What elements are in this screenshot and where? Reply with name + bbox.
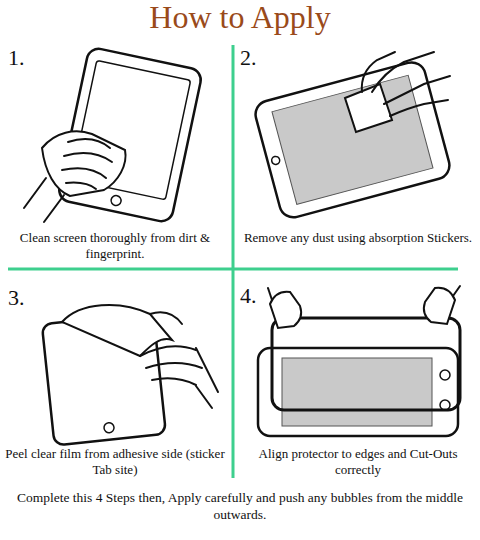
hand-with-cloth-part bbox=[64, 153, 112, 162]
hand-with-cloth-part bbox=[66, 183, 96, 189]
hands-part bbox=[453, 286, 460, 296]
tablet-drawing-part bbox=[110, 195, 122, 207]
hand-with-sticker-part bbox=[362, 52, 395, 92]
peeling-film-part bbox=[146, 363, 202, 368]
hand-with-cloth-part bbox=[62, 168, 106, 178]
hand-with-cloth-part bbox=[44, 195, 64, 222]
peeling-film-part bbox=[150, 312, 182, 324]
step-number: 3. bbox=[8, 284, 38, 312]
panel-divider-part bbox=[8, 268, 458, 271]
tablet-drawing-part bbox=[440, 370, 450, 380]
tablet-drawing-part bbox=[282, 358, 432, 426]
hand-with-sticker bbox=[345, 52, 450, 132]
tablet-drawing bbox=[252, 59, 452, 220]
step-text: Align protector to edges and Cut-Outs co… bbox=[238, 446, 478, 479]
step-text: Clean screen thoroughly from dirt & fing… bbox=[2, 230, 228, 263]
peeling-film-part bbox=[152, 378, 196, 385]
page-title: How to Apply bbox=[0, 0, 480, 35]
tablet-drawing-part bbox=[258, 348, 458, 436]
hands-part bbox=[270, 292, 301, 328]
peeling-film-part bbox=[140, 346, 196, 356]
peeling-film bbox=[62, 305, 218, 408]
peeling-film-part bbox=[196, 386, 212, 408]
peeling-film-part bbox=[196, 348, 218, 392]
hand-with-sticker-part bbox=[345, 84, 392, 132]
screen-protector-part bbox=[272, 318, 460, 410]
hand-with-cloth-part bbox=[68, 139, 110, 148]
tablet-drawing-part bbox=[272, 75, 433, 204]
panel-divider bbox=[8, 45, 458, 478]
step-number: 4. bbox=[240, 282, 264, 310]
tablet-drawing-part bbox=[252, 59, 452, 220]
hands-part bbox=[268, 288, 272, 300]
step-text: Peel clear film from adhesive side (stic… bbox=[2, 446, 228, 479]
bottom-instruction: Complete this 4 Steps then, Apply carefu… bbox=[5, 490, 475, 524]
step-number: 2. bbox=[240, 44, 270, 72]
hand-with-cloth-part bbox=[42, 131, 126, 196]
tablet-drawing bbox=[258, 348, 458, 436]
hand-with-cloth-part bbox=[24, 178, 46, 208]
hands bbox=[268, 286, 460, 328]
step-text: Remove any dust using absorption Sticker… bbox=[238, 230, 478, 246]
panel-divider-part bbox=[232, 45, 235, 478]
tablet-drawing-part bbox=[271, 156, 281, 166]
hand-with-sticker-part bbox=[384, 76, 450, 104]
step-number: 1. bbox=[8, 44, 38, 72]
screen-protector bbox=[272, 318, 460, 410]
hand-with-sticker-part bbox=[390, 100, 448, 116]
hand-with-cloth bbox=[24, 131, 126, 222]
hands-part bbox=[424, 288, 455, 324]
tablet-drawing-part bbox=[104, 422, 115, 433]
